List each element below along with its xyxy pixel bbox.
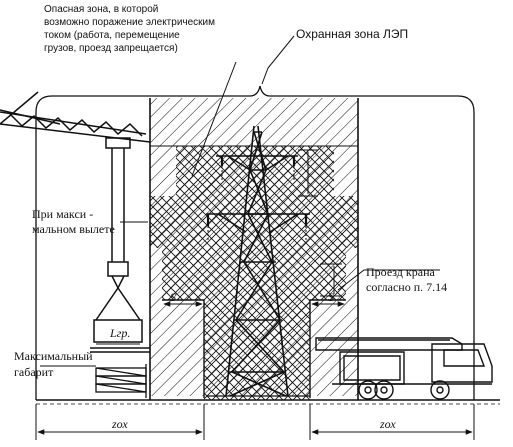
danger-zone: [150, 145, 358, 400]
protection-zone-label: Охранная зона ЛЭП: [296, 27, 408, 41]
conductor-distance-markers: [298, 149, 342, 297]
cargo-stack: [95, 364, 147, 398]
zox-dimension-right: [309, 404, 475, 440]
danger-zone-note-line-4: грузов, проезд запрещается): [44, 43, 178, 54]
danger-zone-note-line-2: возможно поражение электрическим: [44, 17, 215, 28]
mobile-crane-truck-icon: [315, 337, 493, 400]
max-reach-label-line-1: При макси -: [32, 207, 93, 221]
zox-right-label: zох: [379, 417, 396, 431]
max-dimension-label-line-2: габарит: [14, 365, 54, 379]
crane-passage-label-line-2: согласно п. 7.14: [366, 280, 447, 294]
power-line-tower-icon: [206, 125, 310, 397]
ground-line: [36, 399, 500, 405]
danger-zone-note-line-1: Опасная зона, в которой: [44, 4, 158, 15]
danger-zone-note-line-3: током (работа, перемещение: [44, 29, 180, 41]
max-dimension-label-line-1: Максимальный: [14, 349, 93, 363]
load-length-label: Lгр.: [109, 326, 130, 340]
leader-lines: [40, 35, 440, 367]
zox-left-label: zох: [111, 417, 128, 431]
tower-crane-icon: [0, 91, 151, 353]
s-left-label: S: [170, 290, 176, 304]
zox-dimension-left: [35, 404, 205, 440]
protection-zone-bracket: [35, 85, 475, 400]
s-right-label: S: [328, 290, 334, 304]
crane-passage-label-line-1: Проезд крана: [366, 265, 435, 279]
max-reach-label-line-2: мальном вылете: [32, 222, 115, 236]
